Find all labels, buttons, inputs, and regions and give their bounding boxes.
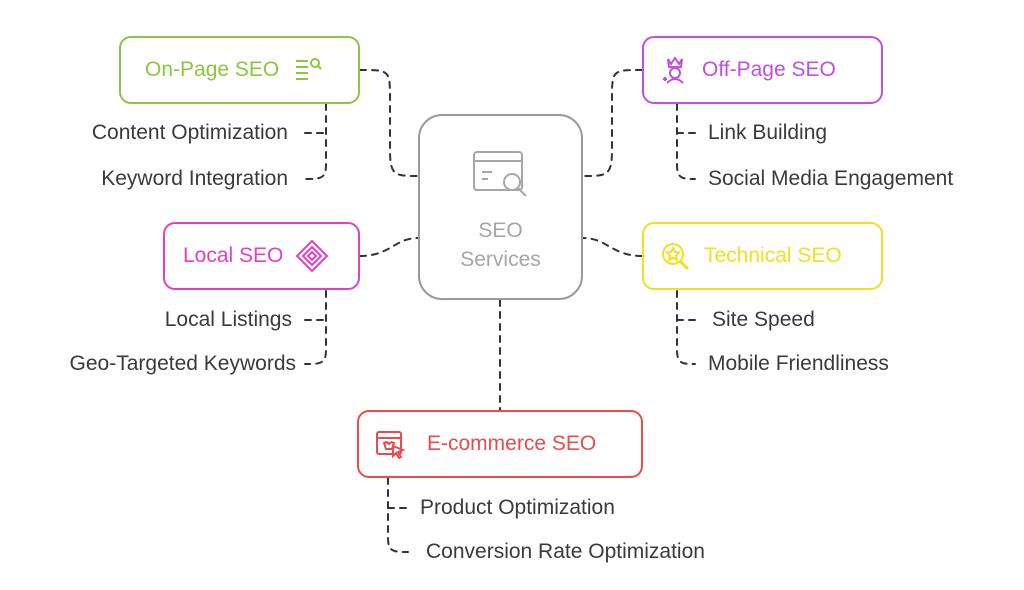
- item-conversion-rate-optimization: Conversion Rate Optimization: [426, 540, 705, 563]
- connector-off-page: [582, 69, 643, 177]
- connector-conversion-rate: [387, 477, 409, 553]
- off-page-seo-title: Off-Page SEO: [702, 58, 836, 81]
- item-keyword-integration: Keyword Integration: [101, 167, 288, 190]
- item-mobile-friendliness: Mobile Friendliness: [708, 352, 889, 375]
- off-page-seo-box: Off-Page SEO: [642, 36, 883, 104]
- connector-social-media: [676, 103, 696, 180]
- item-local-listings: Local Listings: [164, 308, 292, 331]
- center-node: SEO Services: [418, 114, 583, 300]
- diamond-layers-icon: [295, 239, 329, 273]
- technical-seo-box: Technical SEO: [642, 222, 883, 290]
- ecommerce-seo-box: E-commerce SEO: [357, 410, 643, 478]
- connector-keyword-integration: [304, 103, 327, 180]
- on-page-seo-box: On-Page SEO: [119, 36, 360, 104]
- on-page-seo-title: On-Page SEO: [145, 58, 280, 81]
- connector-on-page: [359, 69, 419, 177]
- connector-geo-keywords: [304, 290, 327, 365]
- center-title-line1: SEO: [478, 219, 523, 242]
- connector-technical: [582, 237, 643, 257]
- connector-mobile-friendliness: [676, 290, 696, 365]
- ecommerce-seo-title: E-commerce SEO: [427, 432, 597, 455]
- item-product-optimization: Product Optimization: [420, 496, 615, 519]
- item-social-media-engagement: Social Media Engagement: [708, 167, 954, 190]
- browser-search-icon: [473, 151, 527, 197]
- connector-local: [359, 237, 419, 257]
- center-title-line2: Services: [460, 248, 541, 271]
- technical-seo-title: Technical SEO: [704, 244, 842, 267]
- shop-cursor-icon: [376, 431, 405, 459]
- star-magnifier-icon: [662, 243, 690, 271]
- item-geo-targeted-keywords: Geo-Targeted Keywords: [69, 352, 296, 375]
- crown-person-icon: [663, 56, 684, 84]
- item-link-building: Link Building: [708, 121, 828, 144]
- item-site-speed: Site Speed: [712, 308, 815, 331]
- local-seo-title: Local SEO: [183, 244, 284, 267]
- local-seo-box: Local SEO: [163, 222, 360, 290]
- list-search-icon: [296, 58, 322, 80]
- item-content-optimization: Content Optimization: [91, 121, 288, 144]
